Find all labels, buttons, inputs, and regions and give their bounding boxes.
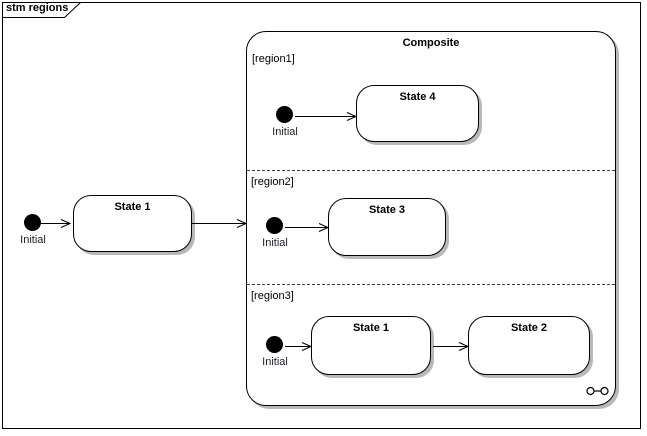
composite-state[interactable]: Composite [region1] Initial State 4 [reg… — [246, 31, 616, 406]
initial-node-region2-label: Initial — [262, 237, 288, 249]
submachine-infinity-icon — [586, 386, 609, 396]
region3-label: [region3] — [251, 290, 294, 302]
frame-tab-shape — [2, 2, 82, 18]
initial-node-region3[interactable] — [266, 336, 283, 353]
initial-node-region1-label: Initial — [272, 126, 298, 138]
region-separator-2 — [247, 284, 615, 285]
initial-node-region2[interactable] — [266, 217, 283, 234]
state-region2-state3-label: State 3 — [368, 204, 406, 216]
region2-label: [region2] — [251, 176, 294, 188]
state-outer-state1-label: State 1 — [114, 201, 151, 213]
initial-node-region1[interactable] — [276, 106, 293, 123]
region-separator-1 — [247, 170, 615, 171]
composite-title: Composite — [402, 37, 460, 49]
state-region3-state2[interactable]: State 2 — [468, 316, 590, 375]
state-region3-state1[interactable]: State 1 — [311, 316, 431, 375]
initial-node-outer[interactable] — [24, 214, 41, 231]
state-outer-state1[interactable]: State 1 — [73, 195, 192, 252]
frame-tab[interactable]: stm regions — [0, 0, 82, 18]
state-region3-state2-label: State 2 — [510, 322, 548, 334]
region1-label: [region1] — [252, 53, 295, 65]
state-region3-state1-label: State 1 — [352, 322, 390, 334]
state-region1-state4-label: State 4 — [399, 91, 436, 103]
initial-node-region3-label: Initial — [262, 356, 288, 368]
state-region2-state3[interactable]: State 3 — [328, 198, 446, 256]
initial-node-outer-label: Initial — [20, 234, 46, 246]
state-region1-state4[interactable]: State 4 — [356, 85, 479, 142]
frame-title: stm regions — [6, 2, 69, 14]
